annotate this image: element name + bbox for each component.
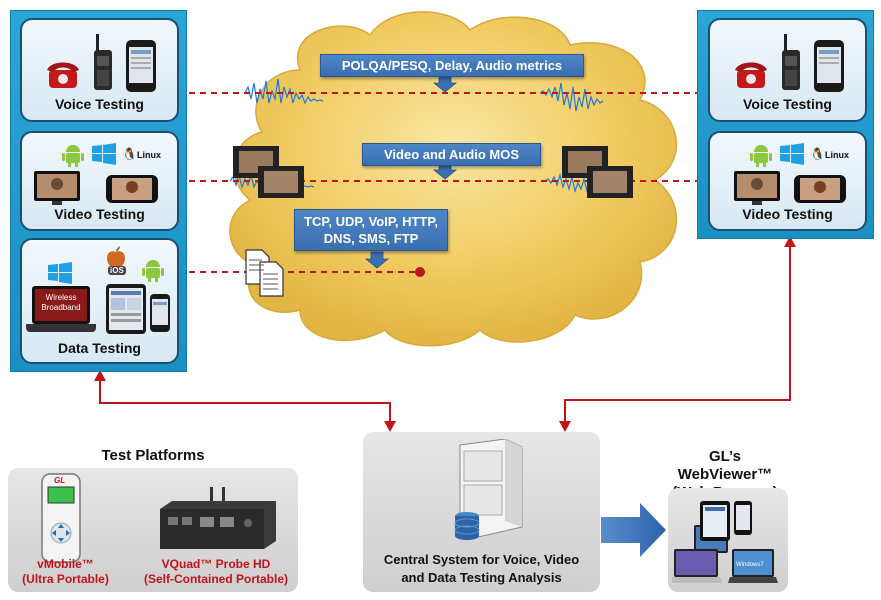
windows-icon [780,143,804,165]
metric-box-video: Video and Audio MOS [362,143,541,166]
server-icon [459,439,523,538]
network-cloud [229,11,678,347]
windows-icon [48,262,72,284]
vmobile-caption: vMobile™ (Ultra Portable) [22,557,109,586]
windows-icon [92,143,116,165]
left-data-testing-card: iOS Wireless Broadband Data Testing [20,238,179,364]
central-system-caption: Central System for Voice, Video and Data… [383,552,580,585]
voice-testing-label: Voice Testing [55,96,144,112]
webviewer-arrow [601,503,666,557]
metric-down-arrows [364,75,458,269]
monitor-icon [734,171,780,205]
audio-waveform-left-voice [244,78,324,105]
android-icon [62,145,84,167]
audio-waveform-right-voice [539,82,604,112]
right-video-testing-card: 🐧Linux Video Testing [708,131,867,231]
video-testing-label: Video Testing [54,206,145,222]
video-phone-icon [106,175,158,203]
linux-logo: 🐧Linux [122,147,161,161]
document-icon [245,249,284,297]
android-icon [142,260,164,282]
audio-waveform-right-video [544,172,594,194]
video-testing-label: Video Testing [742,206,833,222]
vmobile-logo: GL [54,476,66,485]
metric-box-voice: POLQA/PESQ, Delay, Audio metrics [320,54,584,77]
metric-box-data: TCP, UDP, VoIP, HTTP, DNS, SMS, FTP [294,209,448,251]
apple-icon [107,246,125,268]
video-phone-icon [794,175,846,203]
data-testing-label: Data Testing [58,340,141,356]
radio-icon [94,34,112,90]
voice-testing-label: Voice Testing [743,96,832,112]
central-link-arrowheads [94,236,796,432]
monitor-icon [34,171,80,205]
android-icon [750,145,772,167]
vquad-caption: VQuad™ Probe HD (Self-Contained Portable… [143,557,288,586]
windows7-label: Windows7 [736,562,764,568]
tablet-icon [106,284,146,334]
smartphone-icon [814,40,844,92]
right-voice-testing-card: Voice Testing [708,18,867,122]
laptop-icon: Wireless Broadband [26,286,96,334]
smartphone-icon [126,40,156,92]
left-video-testing-card: 🐧Linux Video Testing [20,131,179,231]
left-voice-testing-card: Voice Testing [20,18,179,122]
telephone-icon [47,62,79,88]
ios-badge: iOS [108,266,126,275]
film-strip-icon [233,146,633,198]
telephone-icon [735,62,767,88]
smartphone-icon [150,294,170,332]
test-platforms-heading: Test Platforms [101,447,205,464]
devices-icon [672,501,778,583]
central-links [99,245,791,425]
linux-logo: 🐧Linux [810,147,849,161]
vmobile-device-icon [41,473,81,563]
radio-icon [782,34,800,90]
database-icon [454,512,480,540]
vquad-probe-icon [160,487,276,549]
